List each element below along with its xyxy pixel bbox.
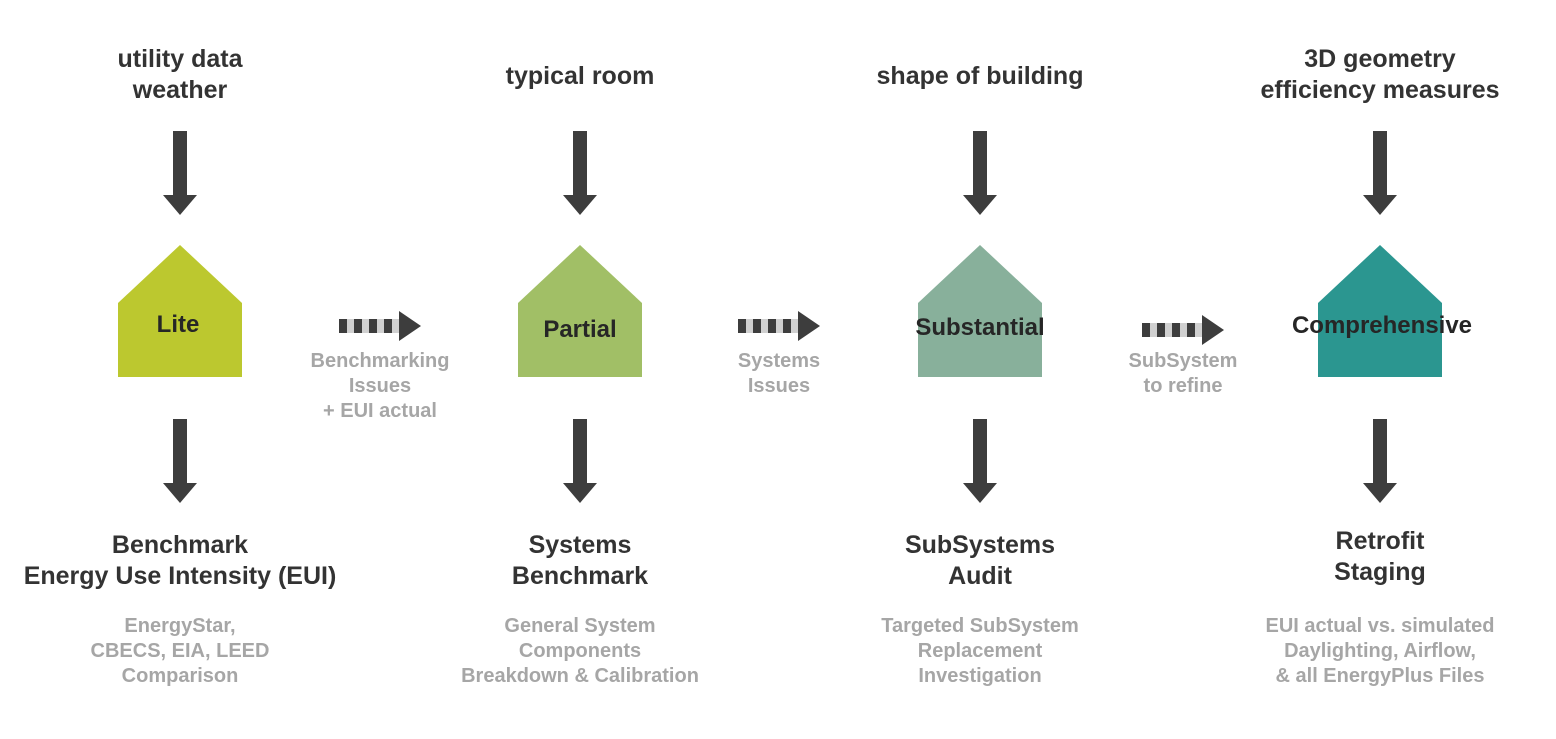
output-title-line: Benchmark xyxy=(511,562,649,590)
transition-label: SubSystem to refine xyxy=(1083,349,1283,399)
output-details: General System Components Breakdown & Ca… xyxy=(390,614,770,689)
transition-label: Systems Issues xyxy=(679,349,879,399)
down-arrow-icon xyxy=(563,419,597,503)
transition-label-line: Benchmarking xyxy=(310,350,450,372)
detail-line: EnergyStar, xyxy=(124,615,236,637)
down-arrow-icon xyxy=(163,131,197,215)
dashed-arrow-icon xyxy=(738,311,820,341)
dashed-arrow-icon xyxy=(339,311,421,341)
input-line: shape of building xyxy=(876,62,1084,90)
input-line: utility data xyxy=(117,45,243,73)
transition-label-line: Issues xyxy=(348,375,412,397)
output-details: Targeted SubSystem Replacement Investiga… xyxy=(790,614,1170,689)
down-arrow-icon xyxy=(963,131,997,215)
detail-line: Breakdown & Calibration xyxy=(461,665,699,687)
output-title: SubSystems Audit xyxy=(790,530,1170,592)
output-details: EUI actual vs. simulated Daylighting, Ai… xyxy=(1190,614,1556,689)
detail-line: CBECS, EIA, LEED xyxy=(90,640,270,662)
output-title-line: Systems xyxy=(528,531,632,559)
stage-inputs: typical room xyxy=(390,61,770,92)
detail-line: Investigation xyxy=(918,665,1042,687)
stage-substantial: shape of building Substantial SubSystems… xyxy=(790,0,1170,739)
down-arrow-icon xyxy=(1363,419,1397,503)
detail-line: Replacement xyxy=(917,640,1043,662)
detail-line: & all EnergyPlus Files xyxy=(1275,665,1485,687)
stage-inputs: utility data weather xyxy=(0,44,370,106)
detail-line: General System xyxy=(504,615,656,637)
detail-line: Targeted SubSystem xyxy=(881,615,1079,637)
output-details: EnergyStar, CBECS, EIA, LEED Comparison xyxy=(0,614,370,689)
house-label: Lite xyxy=(156,311,200,338)
stage-partial: typical room Partial Systems Benchmark G… xyxy=(390,0,770,739)
detail-line: EUI actual vs. simulated xyxy=(1265,615,1495,637)
down-arrow-icon xyxy=(163,419,197,503)
input-line: weather xyxy=(132,76,228,104)
output-title-line: Energy Use Intensity (EUI) xyxy=(23,562,337,590)
dashed-arrow-icon xyxy=(1142,315,1224,345)
output-title-line: Audit xyxy=(948,562,1012,590)
transition-label-line: to refine xyxy=(1143,375,1223,397)
transition-label-line: Issues xyxy=(747,375,811,397)
input-line: typical room xyxy=(505,62,655,90)
house-shape xyxy=(918,245,1042,377)
detail-line: Daylighting, Airflow, xyxy=(1284,640,1476,662)
stage-lite: utility data weather Lite Benchmark Ener… xyxy=(0,0,370,739)
output-title: Benchmark Energy Use Intensity (EUI) xyxy=(0,530,370,592)
detail-line: Components xyxy=(518,640,642,662)
down-arrow-icon xyxy=(1363,131,1397,215)
house-label: Partial xyxy=(543,316,617,343)
stage-inputs: shape of building xyxy=(790,61,1170,92)
down-arrow-icon xyxy=(563,131,597,215)
down-arrow-icon xyxy=(963,419,997,503)
output-title-line: Staging xyxy=(1334,558,1426,586)
output-title-line: SubSystems xyxy=(904,531,1056,559)
detail-line: Comparison xyxy=(121,665,239,687)
transition-label-line: + EUI actual xyxy=(323,400,437,422)
transition-label-line: SubSystem xyxy=(1128,350,1238,372)
output-title-line: Retrofit xyxy=(1335,527,1425,555)
transition-label: Benchmarking Issues + EUI actual xyxy=(280,349,480,424)
input-line: 3D geometry xyxy=(1304,45,1456,73)
output-title: Systems Benchmark xyxy=(390,530,770,592)
house-label: Substantial xyxy=(915,314,1045,341)
house-label: Comprehensive xyxy=(1291,312,1473,339)
output-title: Retrofit Staging xyxy=(1190,526,1556,588)
house-shape xyxy=(518,245,642,377)
stage-inputs: 3D geometry efficiency measures xyxy=(1190,44,1556,106)
house-shape xyxy=(118,245,242,377)
input-line: efficiency measures xyxy=(1260,76,1500,104)
house-shape xyxy=(1318,245,1442,377)
output-title-line: Benchmark xyxy=(111,531,249,559)
stage-comprehensive: 3D geometry efficiency measures Comprehe… xyxy=(1190,0,1556,739)
transition-label-line: Systems xyxy=(737,350,821,372)
